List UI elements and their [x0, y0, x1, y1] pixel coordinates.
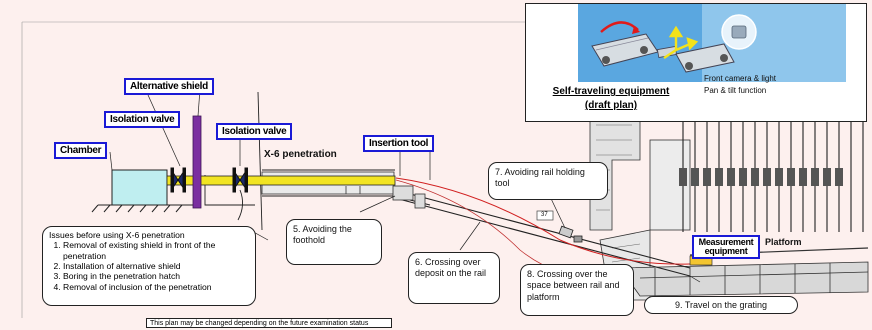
- pan-tilt-arrows: [663, 25, 699, 59]
- plan-disclaimer: This plan may be changed depending on th…: [146, 318, 392, 328]
- isolation-valve-right: [232, 167, 248, 193]
- note-crossing-space: 8. Crossing over the space between rail …: [520, 264, 634, 316]
- rail-holding-tool: [558, 225, 583, 243]
- issue-item: Installation of alternative shield: [63, 261, 249, 271]
- cable-line: [395, 177, 691, 265]
- note-avoiding-rail-holding-tool: 7. Avoiding rail holding tool: [488, 162, 608, 200]
- chamber-label: Chamber: [54, 142, 108, 159]
- chamber-support: [91, 204, 198, 213]
- camera-caption-2: Pan & tilt function: [704, 86, 767, 95]
- insertion-tool-pipe: [166, 175, 396, 186]
- issue-item: Removal of inclusion of the penetration: [63, 282, 249, 292]
- isolation-valve-left: [170, 167, 186, 193]
- control-rod-couplings: [679, 168, 843, 186]
- camera-caption-1: Front camera & light: [704, 74, 777, 83]
- robot-illustration: [578, 4, 846, 82]
- note-travel-grating: 9. Travel on the grating: [644, 296, 798, 314]
- rail-number: 37: [541, 212, 548, 218]
- issues-box: Issues before using X-6 penetration Remo…: [42, 226, 256, 306]
- insertion-tool-label: Insertion tool: [363, 135, 435, 152]
- isolation-valve-right-label: Isolation valve: [216, 123, 293, 140]
- rail-supports: [345, 185, 426, 209]
- issues-list: Removal of existing shield in front of t…: [49, 240, 249, 292]
- alternative-shield-bar: [192, 115, 202, 209]
- inset-caption-2: (draft plan): [584, 100, 638, 111]
- robot-body: [591, 33, 735, 73]
- control-rod-array: [682, 100, 864, 232]
- inset-caption-1: Self-traveling equipment: [552, 86, 670, 97]
- note-crossing-deposit: 6. Crossing over deposit on the rail: [408, 252, 500, 304]
- alternative-shield-label: Alternative shield: [124, 78, 214, 95]
- issues-title: Issues before using X-6 penetration: [49, 230, 185, 240]
- platform-label: Platform: [765, 237, 802, 247]
- isolation-valve-left-label: Isolation valve: [104, 111, 181, 128]
- issue-item: Removal of existing shield in front of t…: [63, 240, 249, 261]
- issue-item: Boring in the penetration hatch: [63, 271, 249, 281]
- x6-penetration-label: X-6 penetration: [264, 149, 337, 160]
- measurement-equipment-label: Measurement equipment: [692, 235, 760, 259]
- chamber-body: [111, 169, 168, 206]
- note-avoiding-foothold: 5. Avoiding the foothold: [286, 219, 382, 265]
- self-traveling-equipment-inset: Front camera & light Pan & tilt function…: [525, 3, 867, 122]
- rail-number-tag: [536, 210, 554, 221]
